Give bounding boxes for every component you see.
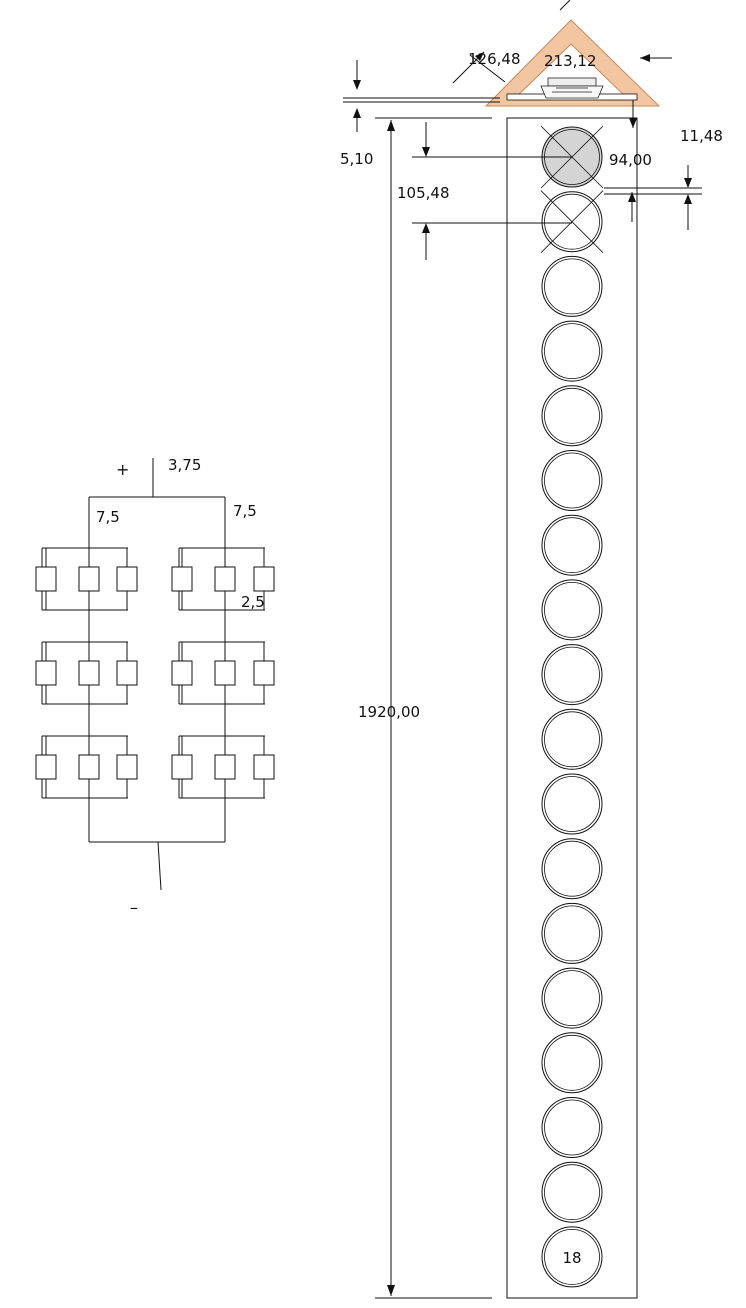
top-leader	[559, 0, 571, 11]
diameter-label: 94,00	[609, 151, 652, 169]
roof-section	[343, 0, 672, 128]
column-outline	[506, 117, 638, 1299]
left-branch-label: 7,5	[96, 508, 120, 526]
driver-10	[541, 708, 603, 770]
resistor	[78, 660, 100, 686]
resistor-group-3-1	[35, 735, 138, 799]
plus-terminal: +	[116, 460, 129, 479]
unit-impedance-label: 2,5	[241, 593, 265, 611]
resistor-group-2-2	[171, 641, 275, 705]
driver-4	[541, 320, 603, 382]
driver-8	[541, 579, 603, 641]
driver-5	[541, 385, 603, 447]
resistor	[171, 754, 193, 780]
resistor	[116, 566, 138, 592]
minus-lead	[157, 841, 162, 891]
resistor-network	[35, 547, 275, 799]
top-speaker-icon	[540, 77, 604, 99]
resistor	[116, 660, 138, 686]
resistor	[78, 754, 100, 780]
resistor	[214, 660, 236, 686]
column-dimensions	[375, 117, 702, 1299]
resistor	[171, 660, 193, 686]
board-thickness-dim	[353, 60, 361, 132]
total-impedance-label: 3,75	[168, 456, 201, 474]
driver-16	[541, 1097, 603, 1158]
driver-count-label: 18	[562, 1249, 581, 1267]
resistor-group-1-1	[35, 547, 138, 611]
driver-14	[541, 967, 603, 1029]
pitch-label: 105,48	[397, 184, 450, 202]
right-branch-label: 7,5	[233, 502, 257, 520]
driver-13	[541, 902, 603, 964]
driver-17	[541, 1161, 603, 1223]
column-body: 18	[506, 117, 638, 1299]
gap-label: 11,48	[680, 127, 723, 145]
board-thickness-label: 5,10	[340, 150, 373, 168]
dimension-labels: 126,48 213,12 5,10 11,48 94,00 105,48 19…	[340, 50, 723, 721]
resistor	[35, 660, 57, 686]
driver-9	[541, 644, 603, 706]
resistor	[78, 566, 100, 592]
roof-slant-label: 126,48	[468, 50, 521, 68]
resistor-group-2-1	[35, 641, 138, 705]
driver-stack: 18	[540, 125, 604, 1288]
driver-6	[541, 450, 603, 511]
height-label: 1920,00	[358, 703, 420, 721]
resistor	[35, 566, 57, 592]
driver-11	[541, 773, 603, 835]
wiring-schematic: + – 3,75 7,5 7,5 2,5	[35, 456, 275, 917]
driver-15	[541, 1032, 603, 1094]
driver-12	[541, 838, 603, 900]
resistor	[253, 566, 275, 592]
roof-width-label: 213,12	[544, 52, 597, 70]
resistor	[253, 660, 275, 686]
driver-2	[540, 190, 604, 253]
resistor	[171, 566, 193, 592]
driver-18: 18	[541, 1226, 603, 1288]
resistor	[253, 754, 275, 780]
resistor-group-1-2	[171, 547, 275, 611]
driver-7	[541, 514, 603, 576]
resistor	[214, 566, 236, 592]
resistor	[116, 754, 138, 780]
resistor	[35, 754, 57, 780]
resistor	[214, 754, 236, 780]
roof-slant-ext	[469, 54, 506, 83]
minus-terminal: –	[130, 898, 138, 917]
driver-3	[541, 255, 603, 317]
resistor-group-3-2	[171, 735, 275, 799]
